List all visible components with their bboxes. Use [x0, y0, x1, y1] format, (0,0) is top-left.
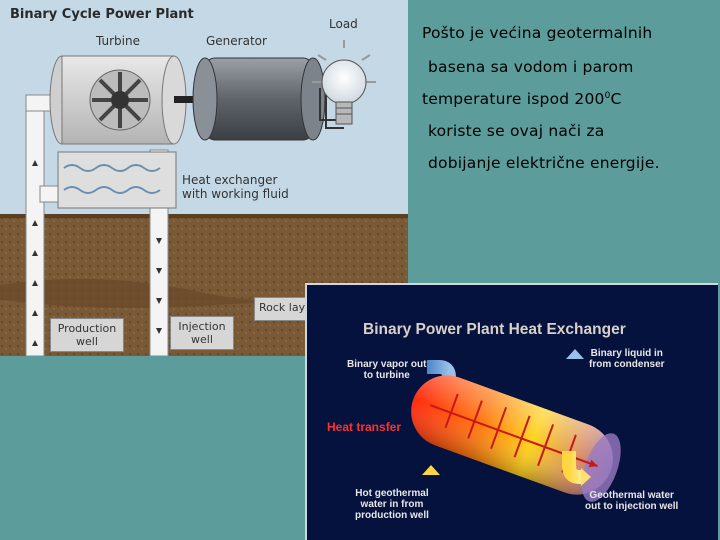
heat-exchanger-illustration	[411, 349, 621, 502]
production-well-label: Production well	[50, 318, 124, 352]
light-bulb-icon	[312, 40, 376, 125]
production-well-label-line1: Production	[57, 322, 117, 335]
liquid-in-label-line1: Binary liquid in	[590, 348, 663, 359]
load-label: Load	[329, 17, 358, 31]
turbine-label: Turbine	[96, 34, 140, 48]
heat-exchanger-title: Binary Power Plant Heat Exchanger	[363, 321, 626, 338]
heat-exchanger-diagram: Binary Power Plant Heat Exchanger Binary…	[305, 283, 718, 540]
production-well-label-line2: well	[76, 335, 98, 348]
body-line-3: temperature ispod 2000C	[422, 90, 622, 108]
body-line-2: basena sa vodom i parom	[428, 58, 634, 76]
body-line-1: Pošto je većina geotermalnih	[422, 24, 653, 42]
injection-well-label: Injection well	[170, 316, 234, 350]
hot-water-in-label-line3: production well	[355, 510, 429, 521]
hot-water-in-label-line1: Hot geothermal	[355, 488, 429, 499]
vapor-out-label: Binary vapor out to turbine	[347, 359, 426, 381]
temperature-superscript: 0	[604, 90, 611, 101]
binary-cycle-title: Binary Cycle Power Plant	[10, 7, 194, 22]
heat-transfer-label: Heat transfer	[327, 420, 402, 434]
vapor-out-label-line1: Binary vapor out	[347, 359, 427, 370]
body-line-3-text: temperature ispod 200	[422, 90, 605, 108]
liquid-in-label: Binary liquid in from condenser	[589, 348, 665, 370]
heat-exchanger-label-line2: with working fluid	[182, 187, 289, 201]
body-line-4: koriste se ovaj nači za	[428, 122, 605, 140]
injection-well-label-line1: Injection	[178, 320, 226, 333]
injection-well-label-line2: well	[191, 333, 213, 346]
vapor-out-label-line2: to turbine	[363, 370, 410, 381]
water-out-label-line2: out to injection well	[585, 501, 679, 512]
hot-water-in-label: Hot geothermal water in from production …	[355, 488, 429, 521]
rock-layer-label: Rock lay	[254, 297, 314, 321]
temperature-unit: C	[610, 90, 622, 108]
water-out-label: Geothermal water out to injection well	[585, 490, 678, 512]
liquid-in-label-line2: from condenser	[589, 359, 665, 370]
heat-exchanger-label-line1: Heat exchanger	[182, 173, 278, 187]
generator-icon	[192, 57, 326, 141]
generator-label: Generator	[206, 34, 267, 48]
hot-water-in-label-line2: water in from	[360, 499, 424, 510]
turbine-icon	[89, 69, 151, 131]
body-line-5: dobijanje električne energije.	[428, 154, 660, 172]
water-out-label-line1: Geothermal water	[589, 490, 674, 501]
